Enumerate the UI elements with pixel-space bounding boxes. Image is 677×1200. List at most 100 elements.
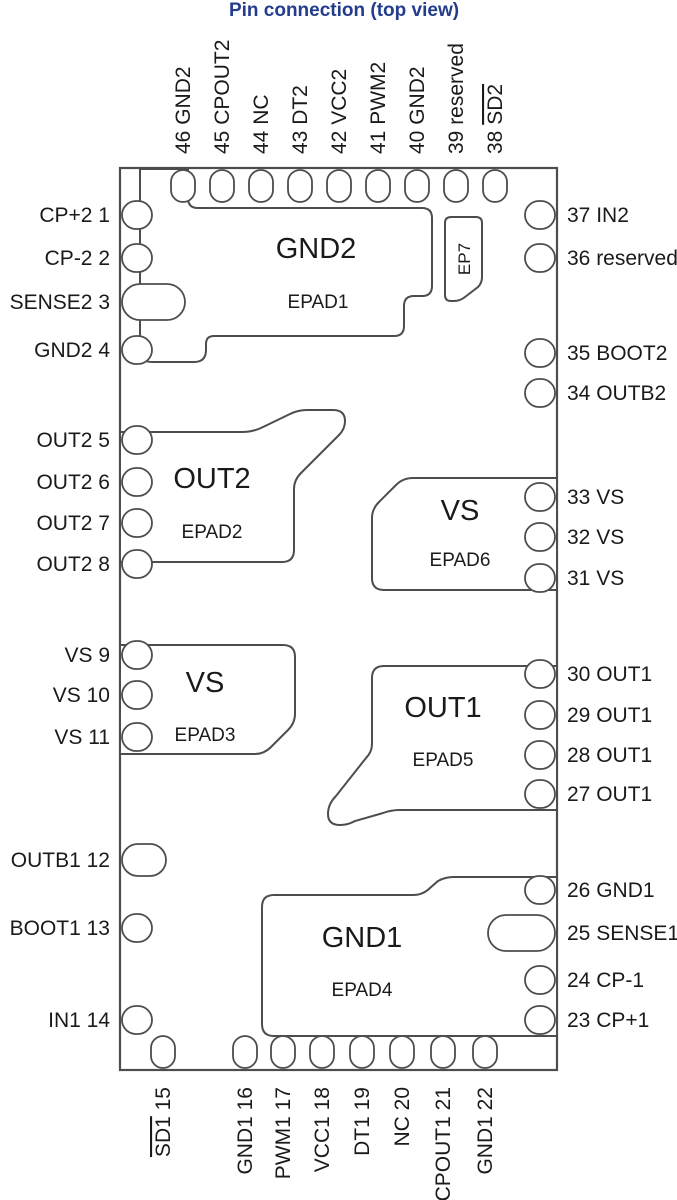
pin-12-pad <box>121 843 167 877</box>
pins-layer <box>121 169 556 1069</box>
pin-9-label: VS 9 <box>64 644 110 667</box>
epad2-label: OUT2 <box>173 463 250 495</box>
pin-33-pad <box>524 482 556 512</box>
pin-8-label: OUT2 8 <box>36 553 110 576</box>
pin-18-label: VCC1 18 <box>311 1087 334 1172</box>
pin-29-label: 29 OUT1 <box>567 704 652 727</box>
pin-37-label: 37 IN2 <box>567 204 629 227</box>
pin-19-pad <box>349 1035 375 1069</box>
pin-44-label: 44 NC <box>250 94 273 154</box>
pin-28-label: 28 OUT1 <box>567 744 652 767</box>
epad4-shape <box>261 876 558 1037</box>
epad3-sublabel: EPAD3 <box>175 725 236 746</box>
pin-10-pad <box>121 680 153 710</box>
pin-32-label: 32 VS <box>567 526 624 549</box>
pin-25-label: 25 SENSE1 <box>567 922 677 945</box>
pin-9-pad <box>121 640 153 670</box>
pin-14-label: IN1 14 <box>48 1009 110 1032</box>
epad-labels: GND2 EPAD1 EP7 OUT2 EPAD2 VS EPAD6 VS EP… <box>173 233 490 1001</box>
epad3-label: VS <box>186 667 225 699</box>
pin-4-pad <box>121 335 153 365</box>
pin-39-pad <box>443 169 469 203</box>
pin-10-label: VS 10 <box>53 684 110 707</box>
pin-5-pad <box>121 425 153 455</box>
pin-7-label: OUT2 7 <box>36 512 110 535</box>
pin-34-label: 34 OUTB2 <box>567 382 666 405</box>
pin-21-pad <box>430 1035 456 1069</box>
pin-22-pad <box>472 1035 498 1069</box>
pin-23-pad <box>524 1005 556 1035</box>
epad2-sublabel: EPAD2 <box>182 522 243 543</box>
pin-30-label: 30 OUT1 <box>567 663 652 686</box>
pin-38-label: 38 SD2 <box>484 84 507 154</box>
pin-42-pad <box>326 169 352 203</box>
pin-24-label: 24 CP-1 <box>567 969 644 992</box>
epad6-label: VS <box>441 495 480 527</box>
pin-7-pad <box>121 508 153 538</box>
pin-2-label: CP-2 2 <box>45 247 110 270</box>
pin-36-pad <box>524 243 556 273</box>
pin-45-pad <box>209 169 235 203</box>
diagram-title: Pin connection (top view) <box>229 0 459 21</box>
pin-40-pad <box>404 169 430 203</box>
epad2-shape <box>119 409 347 563</box>
pin-11-pad <box>121 722 153 752</box>
pin-44-pad <box>248 169 274 203</box>
pin-29-pad <box>524 700 556 730</box>
pin-20-label: NC 20 <box>391 1087 414 1147</box>
epad5-label: OUT1 <box>404 692 481 724</box>
pin-3-label: SENSE2 3 <box>10 291 110 314</box>
pin-13-label: BOOT1 13 <box>10 917 110 940</box>
pin-5-label: OUT2 5 <box>36 429 110 452</box>
pin-1-pad <box>121 200 153 230</box>
pin-26-pad <box>524 875 556 905</box>
pin-38-pad <box>482 169 508 203</box>
pin-4-label: GND2 4 <box>34 339 110 362</box>
pin-27-label: 27 OUT1 <box>567 783 652 806</box>
pin-6-label: OUT2 6 <box>36 471 110 494</box>
pin-8-pad <box>121 549 153 579</box>
pin-35-label: 35 BOOT2 <box>567 342 667 365</box>
pin-11-label: VS 11 <box>54 726 110 749</box>
epad5-shape <box>326 665 558 827</box>
pin-30-pad <box>524 659 556 689</box>
pin-22-label: GND1 22 <box>474 1087 497 1175</box>
pin-36-label: 36 reserved <box>567 247 677 270</box>
pin-32-pad <box>524 522 556 552</box>
pin-3-pad <box>121 283 186 321</box>
pin-33-label: 33 VS <box>567 486 624 509</box>
epad1-label: GND2 <box>276 233 357 265</box>
pin-46-label: 46 GND2 <box>172 66 195 154</box>
pin-24-pad <box>524 965 556 995</box>
pin-6-pad <box>121 467 153 497</box>
pin-25-pad <box>487 914 556 952</box>
epad3-shape <box>119 644 296 755</box>
pin-18-pad <box>309 1035 335 1069</box>
pin-12-label: OUTB1 12 <box>11 849 110 872</box>
pin-26-label: 26 GND1 <box>567 879 655 902</box>
pin-14-pad <box>121 1005 153 1035</box>
pin-23-label: 23 CP+1 <box>567 1009 649 1032</box>
pin-35-pad <box>524 338 556 368</box>
pin-16-label: GND1 16 <box>234 1087 257 1175</box>
epad4-label: GND1 <box>322 922 403 954</box>
epad1-shape <box>139 168 433 363</box>
epad6-shape <box>371 477 558 591</box>
epad6-sublabel: EPAD6 <box>430 550 491 571</box>
pin-45-label: 45 CPOUT2 <box>211 40 234 154</box>
pin-13-pad <box>121 913 153 943</box>
pin-1-label: CP+2 1 <box>39 204 110 227</box>
pin-21-label: CPOUT1 21 <box>432 1087 455 1200</box>
pin-43-pad <box>287 169 313 203</box>
pin-19-label: DT1 19 <box>351 1087 374 1156</box>
pin-41-label: 41 PWM2 <box>367 62 390 154</box>
pin-40-label: 40 GND2 <box>406 66 429 154</box>
epad5-sublabel: EPAD5 <box>413 750 474 771</box>
pin-37-pad <box>524 200 556 230</box>
ep7-shape <box>444 216 483 302</box>
pin-31-pad <box>524 563 556 593</box>
pin-2-pad <box>121 243 153 273</box>
ep7-label: EP7 <box>455 243 474 275</box>
